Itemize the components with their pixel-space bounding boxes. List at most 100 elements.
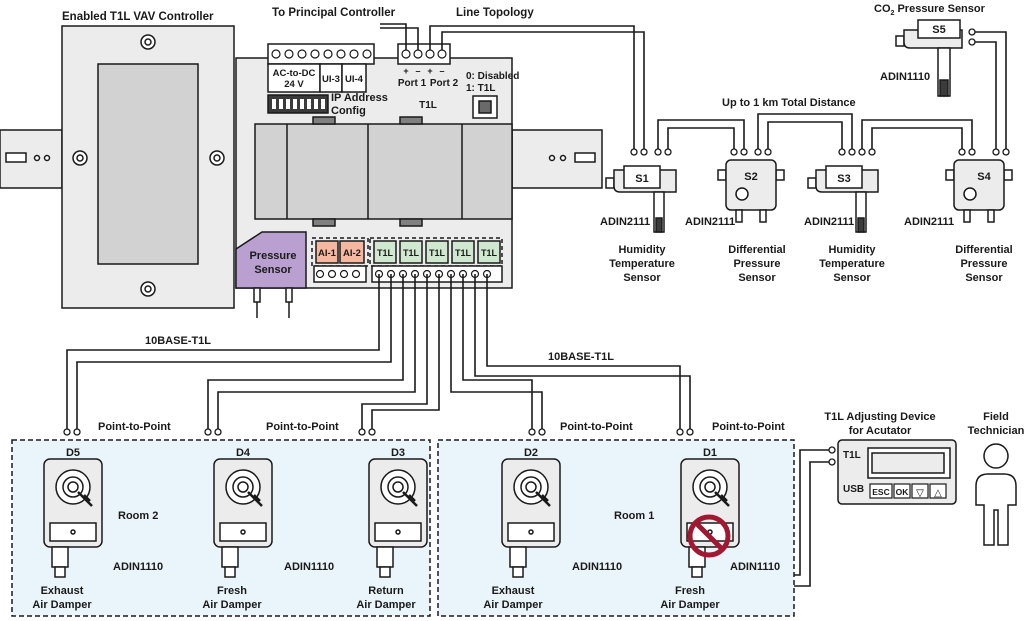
damper-labels: D5 D4 D3 D2 D1 ADIN1110 ADIN1110 ADIN111…	[32, 447, 780, 611]
technician-label-1: Field	[983, 411, 1009, 423]
ai2-label: AI-2	[343, 248, 361, 259]
damper-d2	[501, 458, 561, 578]
damper-desc: Air Damper	[660, 599, 720, 611]
sensor-desc: Pressure	[733, 258, 780, 270]
damper-desc: Return	[368, 585, 404, 597]
co2-title: CO2 Pressure Sensor	[874, 3, 986, 17]
ip-label-1: IP Address	[331, 92, 388, 104]
sign-2: –	[415, 66, 420, 76]
power-label-1: AC-to-DC	[273, 68, 316, 79]
p2p-label: Point-to-Point	[98, 421, 171, 433]
mode-1-label: 1: T1L	[466, 83, 495, 94]
t1l-port-label: T1L	[481, 248, 498, 258]
principal-label: To Principal Controller	[272, 7, 396, 19]
sensor-phy: ADIN2111	[804, 216, 854, 228]
damper-desc: Air Damper	[202, 599, 262, 611]
sign-3: +	[427, 66, 432, 76]
damper-desc: Air Damper	[483, 599, 543, 611]
damper-id: D1	[703, 447, 717, 459]
port2-label: Port 2	[430, 78, 459, 89]
sensor-id: S2	[744, 171, 757, 183]
device-t1l-label: T1L	[843, 450, 861, 461]
sensor-s1	[605, 165, 677, 233]
damper-phy: ADIN1110	[113, 561, 163, 573]
damper-id: D3	[391, 447, 405, 459]
port1-label: Port 1	[398, 78, 427, 89]
sensor-id: S4	[977, 171, 991, 183]
t1l-link-right: 10BASE-T1L	[548, 351, 614, 363]
sensor-desc: Differential	[728, 244, 785, 256]
sensor-s3	[807, 165, 879, 233]
damper-id: D2	[524, 447, 538, 459]
damper-desc: Exhaust	[41, 585, 84, 597]
co2-phy: ADIN1110	[880, 71, 930, 83]
damper-d4	[213, 458, 273, 578]
ui3-label: UI-3	[322, 74, 340, 85]
sensor-s2	[717, 159, 785, 223]
sensor-desc: Sensor	[965, 272, 1003, 284]
damper-id: D5	[66, 447, 80, 459]
down-button[interactable]	[911, 483, 929, 499]
pressure-label-2: Sensor	[254, 264, 292, 276]
damper-desc: Fresh	[217, 585, 247, 597]
damper-phy: ADIN1110	[284, 561, 334, 573]
co2-sensor-s5	[895, 19, 963, 97]
co2-id: S5	[932, 24, 945, 36]
esc-label: ESC	[872, 487, 889, 497]
pressure-label-1: Pressure	[249, 250, 296, 262]
ai-terminal-screws	[315, 269, 361, 279]
device-buttons: ESC OK ▽ △	[869, 483, 947, 499]
no-entry-icon	[687, 514, 731, 558]
up-button[interactable]	[929, 483, 947, 499]
damper-desc: Exhaust	[492, 585, 535, 597]
t1l-link-left: 10BASE-T1L	[145, 335, 211, 347]
mode-0-label: 0: Disabled	[466, 71, 519, 82]
t1l-port-label: T1L	[429, 248, 446, 258]
damper-desc: Fresh	[675, 585, 705, 597]
damper-d3	[368, 458, 428, 578]
sign-4: –	[439, 66, 444, 76]
sensor-phy: ADIN2111	[685, 216, 735, 228]
esc-button[interactable]	[869, 483, 893, 499]
sensor-desc: Humidity	[618, 244, 666, 256]
sensor-s4	[945, 159, 1013, 223]
room-1-label: Room 1	[614, 510, 654, 522]
sensor-id: S1	[635, 173, 648, 185]
device-usb-label: USB	[843, 484, 864, 495]
room-2-label: Room 2	[118, 510, 158, 522]
ui4-label: UI-4	[345, 74, 364, 85]
controller-labels: AC-to-DC 24 V UI-3 UI-4 IP Address Confi…	[249, 66, 519, 276]
ok-label: OK	[896, 487, 910, 497]
din-rail	[0, 129, 603, 189]
sensor-id: S3	[837, 173, 850, 185]
t1l-port-label: T1L	[377, 248, 394, 258]
sensor-desc: Temperature	[609, 258, 675, 270]
damper-desc: Air Damper	[356, 599, 416, 611]
sensor-desc: Temperature	[819, 258, 885, 270]
technician-label-2: Technician	[968, 425, 1024, 437]
damper-desc: Air Damper	[32, 599, 92, 611]
sensor-desc: Differential	[955, 244, 1012, 256]
power-label-2: 24 V	[284, 79, 304, 90]
p2p-label: Point-to-Point	[266, 421, 339, 433]
controller-title: Enabled T1L VAV Controller	[62, 11, 214, 23]
ok-button[interactable]	[893, 483, 911, 499]
ip-label-2: Config	[331, 105, 366, 117]
controller-module	[235, 43, 513, 318]
down-arrow-icon: ▽	[916, 488, 924, 499]
sensor-desc: Humidity	[828, 244, 876, 256]
p2p-label: Point-to-Point	[560, 421, 633, 433]
sensor-phy: ADIN2111	[600, 216, 650, 228]
ai1-label: AI-1	[318, 248, 337, 259]
sensor-desc: Pressure	[960, 258, 1007, 270]
adjusting-device-title-1: T1L Adjusting Device	[824, 411, 935, 423]
damper-phy: ADIN1110	[730, 561, 780, 573]
t1l-port-label: T1L	[403, 248, 420, 258]
damper-d5	[43, 458, 103, 578]
t1l-port-label: T1L	[455, 248, 472, 258]
sensor-desc: Sensor	[623, 272, 661, 284]
sensor-desc: Sensor	[738, 272, 776, 284]
damper-id: D4	[236, 447, 251, 459]
sign-1: +	[403, 66, 408, 76]
